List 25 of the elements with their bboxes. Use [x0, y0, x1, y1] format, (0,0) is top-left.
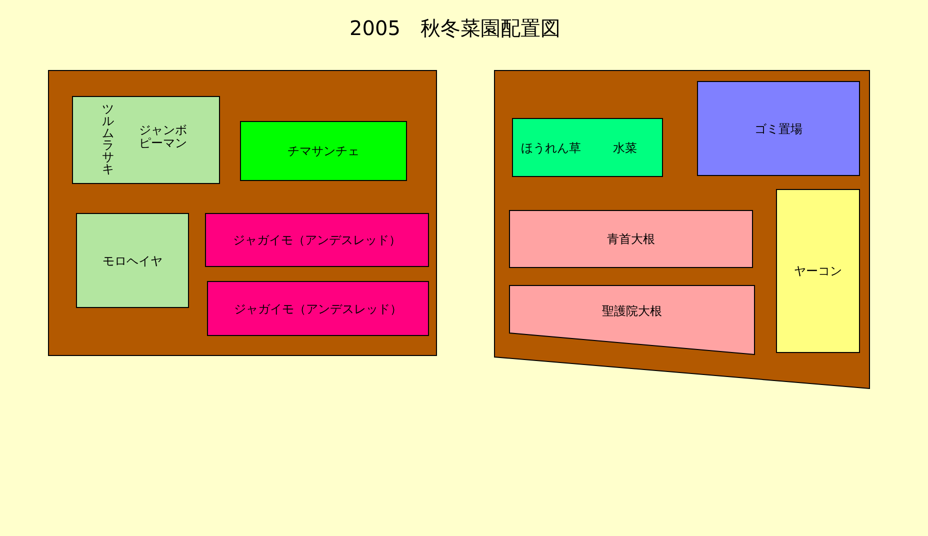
crop-label: ジャガイモ（アンデスレッド） — [234, 302, 402, 316]
planting-bed — [207, 281, 429, 336]
crop-label: ジャンボピーマン — [139, 124, 188, 150]
crop-label: ほうれん草 — [521, 141, 581, 155]
crop-label: ジャガイモ（アンデスレッド） — [233, 233, 401, 247]
planting-bed — [776, 189, 860, 353]
planting-bed — [509, 285, 755, 355]
garden-plot — [494, 70, 870, 389]
crop-label: ツルムラサキ — [102, 103, 114, 175]
crop-label: 聖護院大根 — [602, 304, 662, 318]
crop-label: 水菜 — [613, 141, 637, 155]
crop-label: モロヘイヤ — [102, 254, 162, 268]
area-label: ゴミ置場 — [754, 122, 802, 136]
planting-bed — [76, 213, 189, 308]
planting-bed — [509, 210, 753, 268]
diagram-title: 2005 秋冬菜園配置図 — [348, 15, 562, 41]
crop-label: 青首大根 — [607, 232, 655, 246]
planting-bed — [72, 96, 220, 184]
crop-label: チマサンチェ — [288, 144, 360, 158]
planting-bed — [205, 213, 429, 267]
garden-plot — [48, 70, 437, 356]
crop-label: ヤーコン — [794, 264, 842, 278]
planting-bed — [512, 118, 663, 177]
planting-bed — [240, 121, 407, 181]
waste-area — [697, 81, 860, 176]
